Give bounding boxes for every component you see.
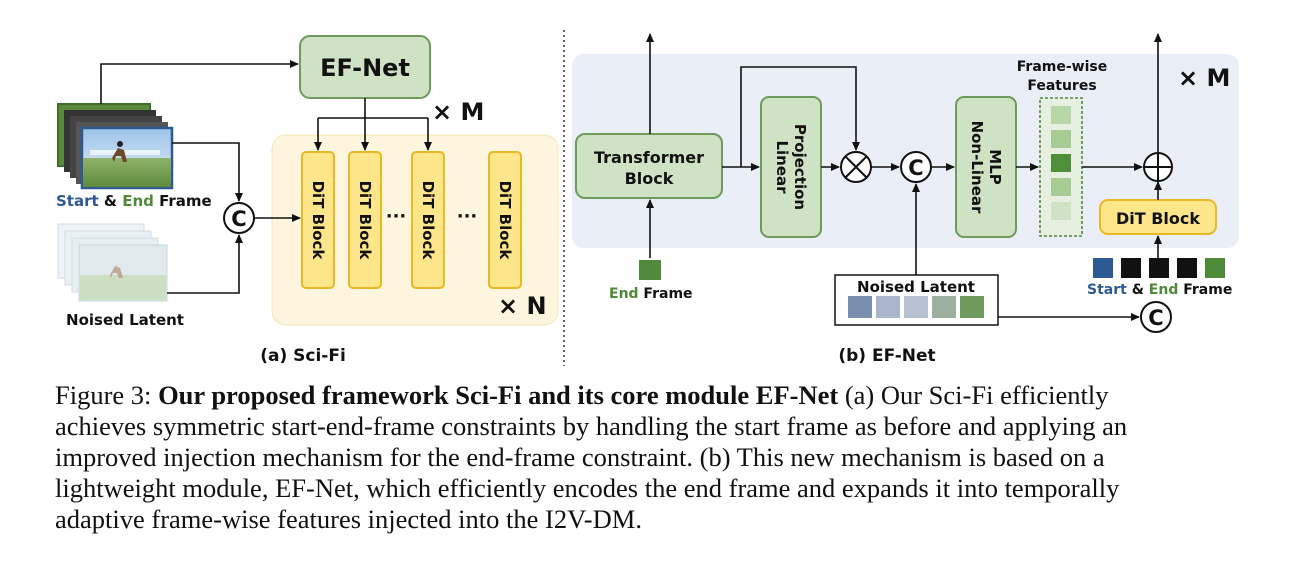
svg-text:DiT Block: DiT Block (419, 181, 437, 261)
panel-a-sci-fi: EF-Net × M DiT Block DiT Block DiT Block… (56, 35, 559, 366)
dit-block-3: DiT Block (411, 151, 445, 289)
svg-text:C: C (908, 156, 923, 180)
svg-text:MLP: MLP (986, 149, 1004, 184)
repeat-m-label-a: × M (432, 98, 484, 126)
svg-text:DiT Block: DiT Block (1116, 209, 1200, 228)
svg-text:Transformer: Transformer (594, 148, 704, 167)
frames-caption-a: Start & End Frame (56, 192, 212, 210)
svg-text:Non-Linear: Non-Linear (968, 121, 986, 214)
svg-text:Projection: Projection (791, 124, 809, 210)
dit-block-4: DiT Block (488, 151, 522, 289)
svg-text:DiT Block: DiT Block (496, 181, 514, 261)
panel-a-title: (a) Sci-Fi (260, 346, 346, 366)
frame-wise-features-label-1: Frame-wise (1017, 59, 1107, 75)
frame-wise-features-label-2: Features (1027, 78, 1096, 94)
svg-text:DiT Block: DiT Block (356, 181, 374, 261)
noised-latent-stack-a (57, 223, 168, 302)
svg-text:C: C (231, 207, 246, 231)
ellipsis-2: ··· (457, 206, 478, 227)
svg-text:C: C (1148, 306, 1163, 330)
dit-block-1: DiT Block (301, 151, 335, 289)
svg-text:DiT Block: DiT Block (309, 181, 327, 261)
caption-line-2: achieves symmetric start-end-frame const… (55, 411, 1128, 441)
architecture-figure: EF-Net × M DiT Block DiT Block DiT Block… (56, 30, 1239, 366)
noised-latent-box-b (834, 274, 999, 326)
transformer-block-box (575, 133, 723, 199)
end-frame-caption: End Frame (609, 286, 693, 302)
panel-b-efnet: Transformer Block Linear Projection C No… (572, 33, 1239, 366)
end-frame-square (639, 260, 661, 280)
start-end-frame-stack (57, 103, 174, 190)
caption-line-1: Figure 3: Our proposed framework Sci-Fi … (55, 380, 1109, 410)
caption-line-3: improved injection mechanism for the end… (55, 442, 1105, 472)
start-end-caption-b: Start & End Frame (1087, 282, 1232, 298)
repeat-n-label: × N (498, 292, 547, 320)
frame-wise-features (1039, 97, 1083, 237)
ellipsis-1: ··· (386, 206, 407, 227)
concat-circle-b2 (1140, 301, 1172, 333)
figure-caption: Figure 3: Our proposed framework Sci-Fi … (55, 380, 1245, 535)
caption-line-5: adaptive frame-wise features injected in… (55, 504, 642, 534)
noised-latent-label-b: Noised Latent (857, 278, 975, 296)
start-end-frame-squares (1093, 258, 1225, 278)
repeat-m-label-b: × M (1178, 64, 1230, 92)
svg-text:Block: Block (625, 169, 674, 188)
dit-block-2: DiT Block (348, 151, 382, 289)
caption-line-4: lightweight module, EF-Net, which effici… (55, 473, 1120, 503)
panel-b-title: (b) EF-Net (838, 346, 935, 366)
svg-text:Linear: Linear (773, 140, 791, 194)
noised-latent-label-a: Noised Latent (66, 311, 184, 329)
efnet-label: EF-Net (320, 54, 410, 82)
